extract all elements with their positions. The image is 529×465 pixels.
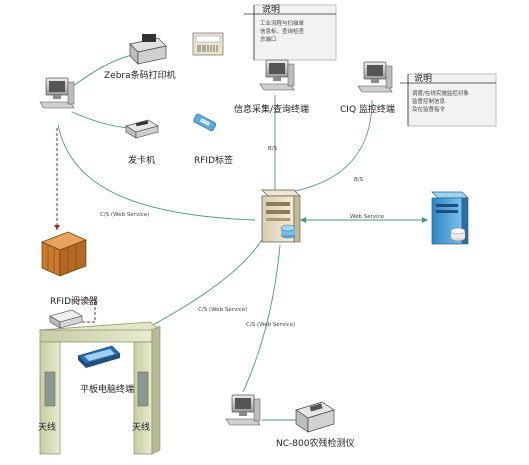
pesticide-detector-icon[interactable] [295,401,335,433]
antenna-left-label: 天线 [38,421,56,433]
bs-label-1: B/S [268,146,278,152]
web-service-label-right: Web Service [350,214,385,220]
desktop-computer-icon[interactable] [357,61,393,93]
rfid-reader-label: RFID阅读器 [50,295,98,307]
cs-web-label-mid: C/S (Web Service) [198,307,247,313]
zebra-printer-label: Zebra条码打印机 [104,69,176,81]
card-issuer-label: 发卡机 [128,154,155,166]
cs-web-label-left: C/S (Web Service) [100,212,149,218]
rfid-tag-icon [193,113,217,132]
link-server-to-tablet [134,239,263,336]
ciq-terminal-label: CIQ 监控终端 [340,103,395,115]
note-box-info: 说明 工业流程与扫描单 信息标，查询检查 总端口 [244,3,337,61]
cs-web-label-low: C/S (Web Service) [246,322,295,328]
note2-line2: 监督控制信息 [412,97,446,105]
connectors [54,54,428,393]
label-printer-icon[interactable] [129,34,167,65]
link-server-to-bottom-pc [242,244,281,393]
barcode-label-icon [192,32,224,56]
arrowhead-right [422,217,428,223]
tablet-terminal-label: 平板电脑终端 [80,383,134,395]
note-box-ciq: 说明 调度/在线实施监控对象 监督控制信息 及在监督指令 [400,72,497,127]
arrowhead-left [300,217,306,223]
antenna-right-label: 天线 [132,421,150,433]
rfid-gate-frame [39,321,161,455]
antenna-panel-right [137,371,149,407]
nc-detector-label: NC-800农残检测仪 [276,437,354,449]
arrowhead-down [54,225,60,230]
note1-line3: 总端口 [260,35,277,43]
tablet-terminal-icon[interactable] [77,345,121,368]
note1-line1: 工业流程与扫描单 [260,19,305,27]
link-left-pc-to-card-issuer [71,111,129,129]
desktop-computer-icon[interactable] [259,59,295,91]
link-left-pc-to-server [57,124,256,221]
rfid-tag-label: RFID标签 [194,154,233,166]
wooden-crate-icon[interactable] [41,231,87,277]
card-scanner-icon[interactable] [125,119,159,139]
note2-line1: 调度/在线实施监控对象 [412,89,469,97]
note1-line2: 信息标，查询检查 [260,27,305,35]
info-terminal-label: 信息采集/查询终端 [234,103,309,115]
desktop-computer-icon[interactable] [39,77,75,109]
desktop-computer-icon[interactable] [225,394,261,426]
link-left-pc-to-printer [69,54,133,89]
antenna-panel-left [44,371,56,407]
note2-title: 说明 [414,72,432,84]
rfid-reader-device-icon[interactable] [49,309,83,329]
bs-label-2: B/S [354,177,364,183]
note1-title: 说明 [262,3,280,15]
link-ciq-terminal-to-server [289,99,373,193]
note2-line3: 及在监督指令 [412,105,446,113]
server-icon[interactable] [261,189,301,243]
database-server-icon[interactable] [431,191,469,245]
